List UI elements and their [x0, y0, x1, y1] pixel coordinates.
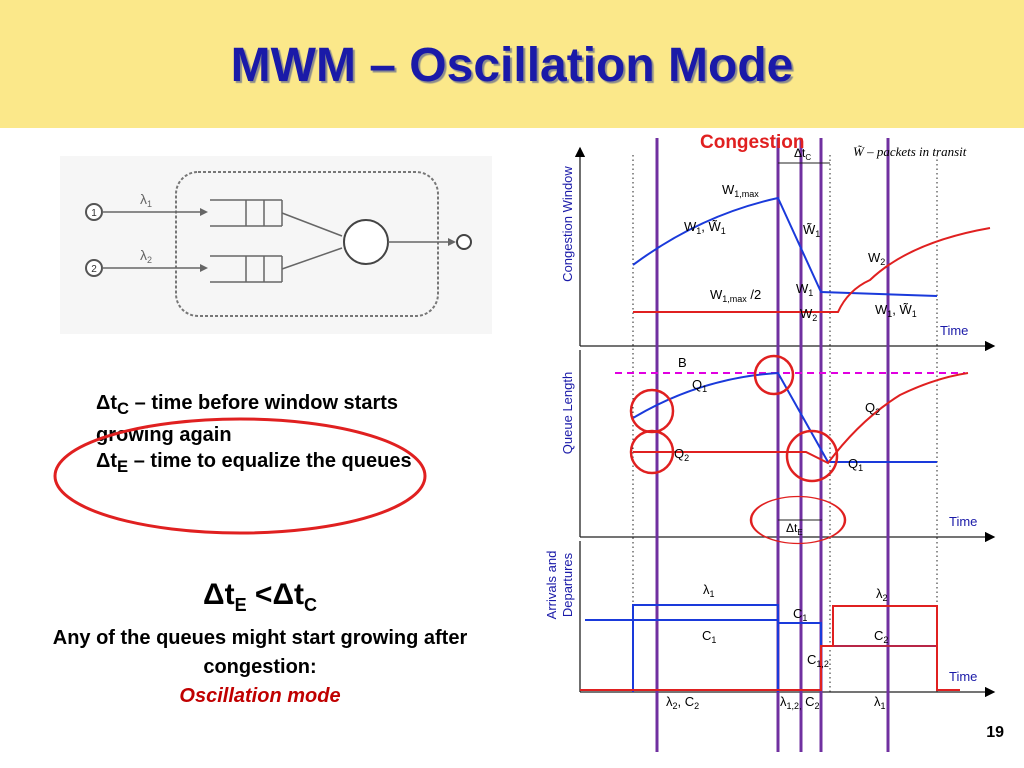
- q2-left-label: Q2: [674, 446, 689, 463]
- dtc-label: ΔtC: [794, 146, 811, 162]
- w1-w1tilde-right-label: W1, W̃1: [875, 302, 917, 319]
- w1-label: W1: [796, 281, 813, 298]
- w1max-half-label: W1,max /2: [710, 287, 761, 304]
- c12-label: C1,2: [807, 652, 829, 669]
- panel1-ylabel: Congestion Window: [560, 166, 575, 282]
- q1-label: Q1: [692, 377, 707, 394]
- queue-1-buffer: [210, 199, 283, 227]
- bottom-lambda12-c2: λ1,2, C2: [780, 694, 820, 711]
- panel2-ylabel: Queue Length: [560, 372, 575, 454]
- c2-rate: [633, 645, 937, 691]
- server-icon: [343, 219, 389, 265]
- time-label-1: Time: [940, 323, 968, 338]
- lambda1-rate: [585, 604, 779, 692]
- input-2-label: 2: [91, 264, 97, 275]
- page-number: 19: [986, 724, 1004, 741]
- conclusion-text: Any of the queues might start growing af…: [40, 624, 480, 711]
- q1-right-label: Q1: [848, 456, 863, 473]
- lambda2-top-label: λ2: [876, 586, 888, 603]
- q2-curve: [633, 372, 969, 465]
- highlight-circles: [629, 354, 847, 545]
- w1max-label: W1,max: [722, 182, 759, 199]
- congestion-label: Congestion: [700, 132, 805, 153]
- oscillation-mode-label: Oscillation mode: [179, 685, 341, 707]
- w2-curve: [633, 227, 991, 313]
- lambda2-rate: [580, 605, 960, 691]
- w2-low-label: W2: [800, 306, 817, 323]
- transit-legend: W̃ – packets in transit: [853, 144, 967, 159]
- time-label-2: Time: [949, 514, 977, 529]
- c1-label: C1: [702, 628, 716, 645]
- axes: [574, 146, 996, 698]
- c1-rate: [632, 619, 938, 692]
- title-bar: [0, 0, 1024, 128]
- lambda1-label: λ1: [140, 191, 152, 209]
- c1-mid-label: C1: [793, 606, 807, 623]
- conclusion-sentence: Any of the queues might start growing af…: [52, 627, 468, 678]
- dte-highlight-ellipse: [53, 417, 427, 535]
- w1tilde-label: W̃1: [803, 222, 820, 239]
- q2-label: Q2: [865, 400, 880, 417]
- w1-curve: [632, 196, 938, 297]
- dte-label: ΔtE: [786, 521, 803, 537]
- q1-curve: [632, 371, 937, 463]
- inequality: ΔtE <ΔtC: [203, 578, 317, 615]
- timing-diagram: Congestion W̃ – packets in transit Conge…: [544, 132, 996, 752]
- input-1-label: 1: [91, 208, 97, 219]
- c2-label: C2: [874, 628, 888, 645]
- definitions: ΔtC – time before window starts growing …: [96, 390, 426, 480]
- slide-title: MWM – Oscillation Mode: [230, 39, 794, 92]
- output-icon: [456, 234, 472, 250]
- bottom-lambda1: λ1: [874, 694, 886, 711]
- panel3-ylabel: Arrivals andDepartures: [544, 551, 575, 620]
- lambda1-top-label: λ1: [703, 582, 715, 599]
- buffer-label: B: [678, 355, 687, 370]
- w2-label: W2: [868, 250, 885, 267]
- lambda2-label: λ2: [140, 247, 152, 265]
- system-boundary: [175, 171, 439, 317]
- w1-w1tilde-label: W1, W̃1: [684, 219, 726, 236]
- bottom-lambda2-c2: λ2, C2: [666, 694, 699, 711]
- time-label-3: Time: [949, 669, 977, 684]
- dte-definition: ΔtE – time to equalize the queues: [96, 450, 412, 476]
- queue-system-diagram: 1 2 λ1 λ2: [60, 156, 492, 334]
